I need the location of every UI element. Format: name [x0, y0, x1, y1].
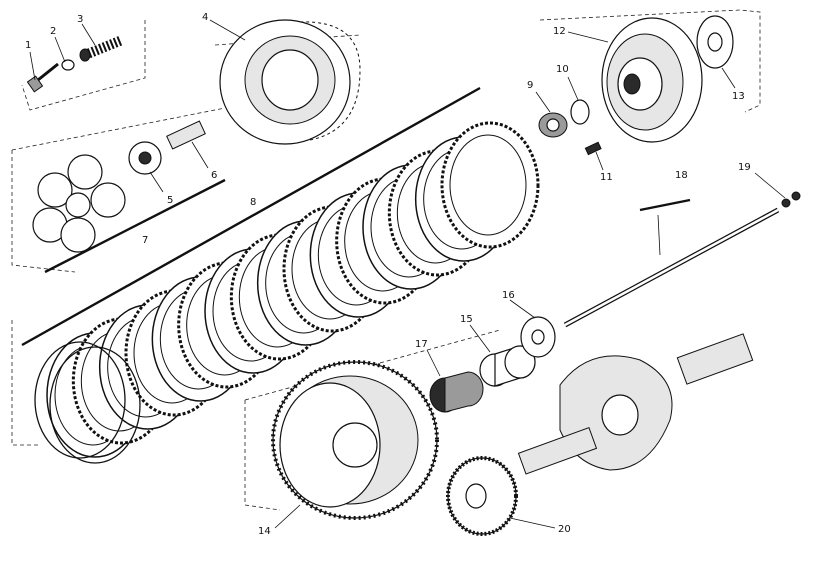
retaining-ring [34, 341, 126, 459]
spring-group-axis-line [44, 178, 226, 274]
clutch-plates-part [34, 121, 540, 464]
crankshaft-part [517, 333, 754, 475]
clutch-plate-inner [449, 134, 527, 236]
bushing-part [479, 345, 536, 387]
clutch-pack-axis-line [21, 86, 481, 347]
callout-17: 17 [415, 339, 428, 350]
shaft-lines [21, 86, 691, 347]
clutch-hub-part [601, 17, 703, 143]
balls-part [781, 191, 801, 208]
bearing-part [128, 141, 162, 175]
callout-19: 19 [738, 162, 751, 173]
callout-15: 15 [460, 314, 473, 325]
rod-group-line [639, 198, 691, 212]
needle-bearing-part [429, 371, 484, 413]
washer-part [61, 59, 75, 71]
leader-lines [29, 19, 786, 529]
callout-5: 5 [167, 195, 173, 206]
callout-16: 16 [502, 290, 515, 301]
pushrod-cap-part [166, 120, 206, 150]
screw-part [26, 62, 59, 93]
callout-4: 4 [202, 12, 208, 23]
nut-part [538, 112, 568, 138]
callout-18: 18 [675, 170, 688, 181]
primary-gear-part [446, 456, 518, 536]
push-rod-part [563, 207, 780, 328]
callout-20: 20 [558, 524, 571, 535]
small-screw-part [584, 141, 602, 156]
callout-12: 12 [553, 26, 566, 37]
spacer-washer-part [520, 316, 556, 358]
clutch-basket-part [271, 360, 439, 520]
spring-part [79, 35, 124, 62]
callout-9: 9 [527, 80, 533, 91]
pressure-plate-part [219, 19, 361, 145]
callout-13: 13 [732, 91, 745, 102]
callout-1: 1 [25, 40, 31, 51]
thrust-washer-part [696, 15, 734, 69]
callout-labels: 1 2 3 4 5 6 7 8 9 10 11 12 13 14 15 16 1… [25, 12, 751, 537]
callout-8: 8 [250, 197, 256, 208]
lock-washer-part [570, 99, 590, 125]
callout-11: 11 [600, 172, 613, 183]
callout-10: 10 [556, 64, 569, 75]
callout-2: 2 [50, 26, 56, 37]
callout-6: 6 [211, 170, 217, 181]
callout-7: 7 [142, 235, 148, 246]
callout-3: 3 [77, 14, 83, 25]
callout-14: 14 [258, 526, 271, 537]
spring-cups-part [32, 154, 126, 253]
retaining-ring [49, 346, 141, 464]
